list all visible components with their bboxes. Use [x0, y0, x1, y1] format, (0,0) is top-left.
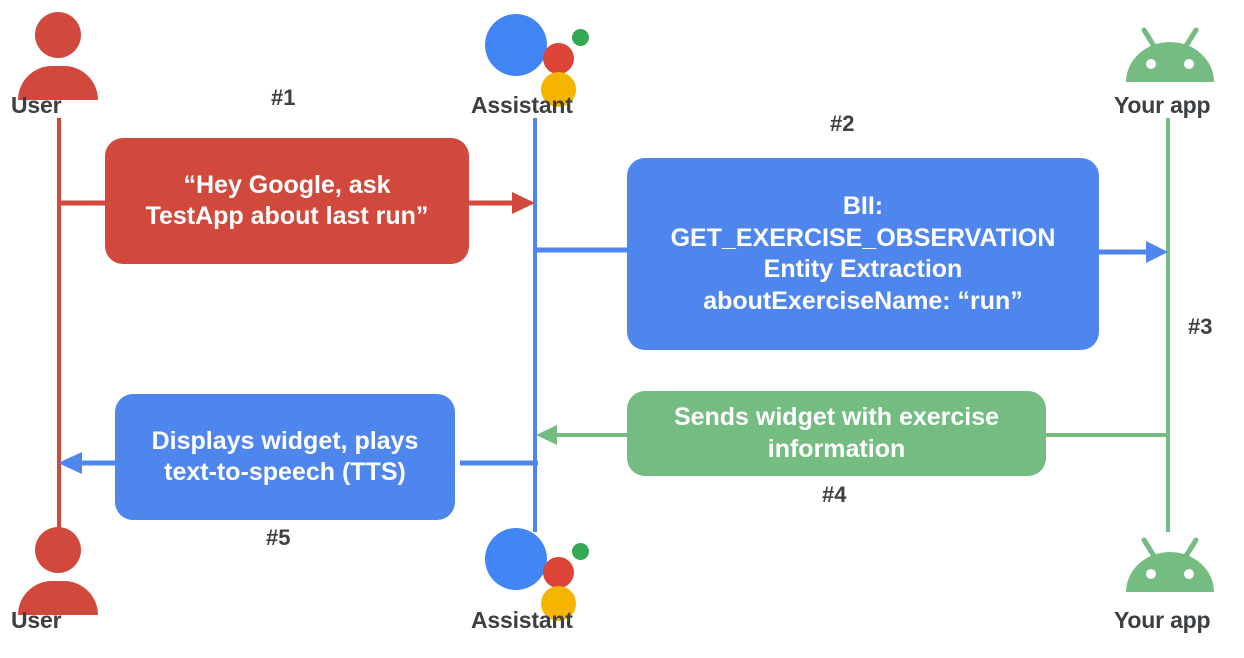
message-line: TestApp about last run” [145, 202, 429, 230]
actor-label-your-app-bottom: Your app [1114, 607, 1211, 633]
message-line: aboutExerciseName: “run” [703, 286, 1023, 315]
person-icon [16, 527, 100, 615]
arrow-your-app-to-assistant [533, 423, 629, 447]
arrow-assistant-to-user [56, 451, 120, 475]
android-robot-head-shape [1126, 27, 1214, 82]
message-box-1-text: “Hey Google, ask TestApp about last run” [146, 170, 429, 233]
message-box-5-text: Displays widget, plays text-to-speech (T… [152, 426, 419, 489]
connector-assistant-to-tts-box [460, 451, 538, 475]
android-icon [1122, 18, 1218, 88]
message-box-5[interactable]: Displays widget, plays text-to-speech (T… [115, 394, 455, 520]
connector-your-app-to-widget-box [1046, 423, 1168, 447]
message-line: Displays widget, plays [151, 426, 419, 455]
message-box-2[interactable]: BII: GET_EXERCISE_OBSERVATION Entity Ext… [627, 158, 1099, 350]
message-box-4[interactable]: Sends widget with exercise information [627, 391, 1046, 476]
lifeline-assistant [533, 118, 537, 532]
step-number-3: #3 [1188, 314, 1213, 339]
arrow-assistant-to-your-app [1098, 239, 1170, 265]
message-box-1[interactable]: “Hey Google, ask TestApp about last run” [105, 138, 469, 264]
assistant-icon [485, 524, 589, 621]
actor-label-user-bottom: User [11, 607, 62, 633]
connector-assistant-to-bii-box [533, 238, 633, 262]
message-line: information [767, 434, 906, 463]
android-robot-head-shape [1126, 537, 1214, 592]
step-number-1: #1 [271, 85, 296, 110]
message-line: Entity Extraction [763, 255, 963, 283]
actor-label-assistant-bottom: Assistant [471, 607, 573, 633]
message-line: BII: [842, 192, 884, 220]
lifeline-your-app [1166, 118, 1170, 532]
message-line: GET_EXERCISE_OBSERVATION [670, 223, 1056, 252]
step-number-5: #5 [266, 525, 291, 550]
message-line: text-to-speech (TTS) [164, 458, 406, 486]
lifeline-user [57, 118, 61, 532]
message-box-4-text: Sends widget with exercise information [674, 402, 999, 465]
actor-label-assistant-top: Assistant [471, 92, 573, 118]
message-line: Sends widget with exercise [673, 403, 1000, 431]
message-line: “Hey Google, ask [183, 170, 391, 199]
step-number-2: #2 [830, 111, 855, 136]
assistant-icon [485, 10, 589, 107]
actor-label-your-app-top: Your app [1114, 92, 1211, 118]
step-number-4: #4 [822, 482, 847, 507]
actor-label-user-top: User [11, 92, 62, 118]
android-icon [1122, 528, 1218, 598]
message-box-2-text: BII: GET_EXERCISE_OBSERVATION Entity Ext… [671, 191, 1056, 317]
person-icon [16, 12, 100, 100]
